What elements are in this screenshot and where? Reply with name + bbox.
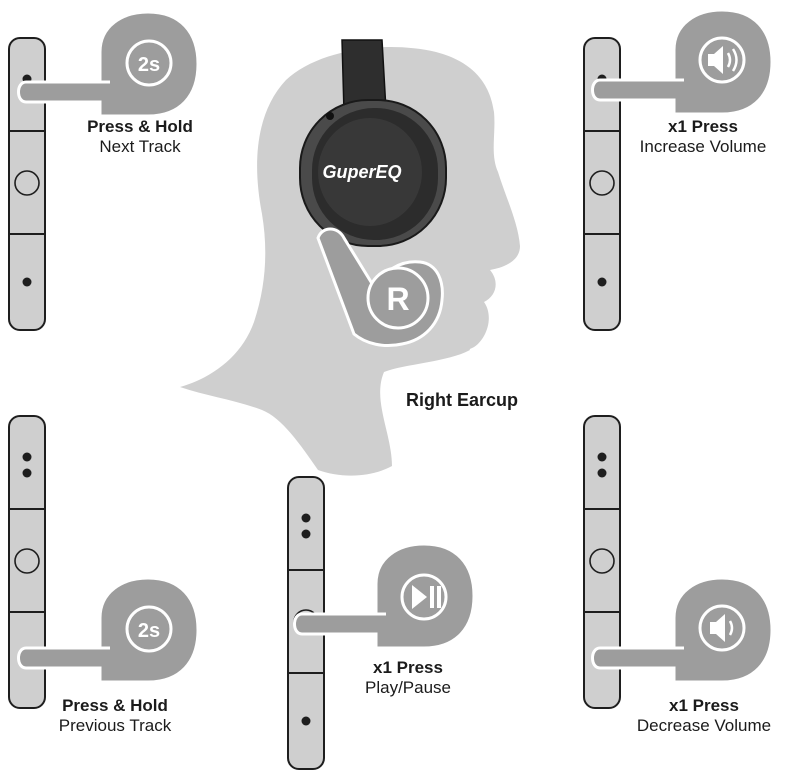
headphone-earcup	[299, 39, 447, 247]
speaker-volume-up-icon	[698, 36, 746, 84]
caption-previous-track: Press & Hold Previous Track	[44, 696, 186, 735]
timer-2s-icon: 2s	[125, 605, 173, 653]
caption-decrease-volume: x1 Press Decrease Volume	[628, 696, 780, 735]
play-pause-icon	[400, 573, 448, 621]
caption-result: Decrease Volume	[636, 715, 772, 735]
caption-result: Increase Volume	[639, 136, 767, 156]
caption-increase-volume: x1 Press Increase Volume	[628, 117, 778, 156]
caption-next-track: Press & Hold Next Track	[70, 117, 210, 156]
svg-text:2s: 2s	[138, 54, 160, 76]
side-badge: R	[386, 281, 409, 317]
caption-action: x1 Press	[669, 696, 739, 715]
earcup-label: Right Earcup	[406, 390, 518, 410]
timer-2s-icon: 2s	[125, 39, 173, 87]
caption-result: Previous Track	[58, 715, 172, 735]
speaker-volume-down-icon	[698, 604, 746, 652]
caption-result: Next Track	[99, 136, 181, 156]
caption-action: Press & Hold	[62, 696, 168, 715]
caption-action: x1 Press	[373, 658, 443, 677]
right-earcup-hand	[316, 227, 444, 348]
caption-play-pause: x1 Press Play/Pause	[348, 658, 468, 697]
caption-action: x1 Press	[668, 117, 738, 136]
svg-text:2s: 2s	[138, 620, 160, 642]
caption-result: Play/Pause	[365, 677, 451, 697]
brand-logo: GuperEQ	[322, 162, 401, 182]
caption-action: Press & Hold	[87, 117, 193, 136]
